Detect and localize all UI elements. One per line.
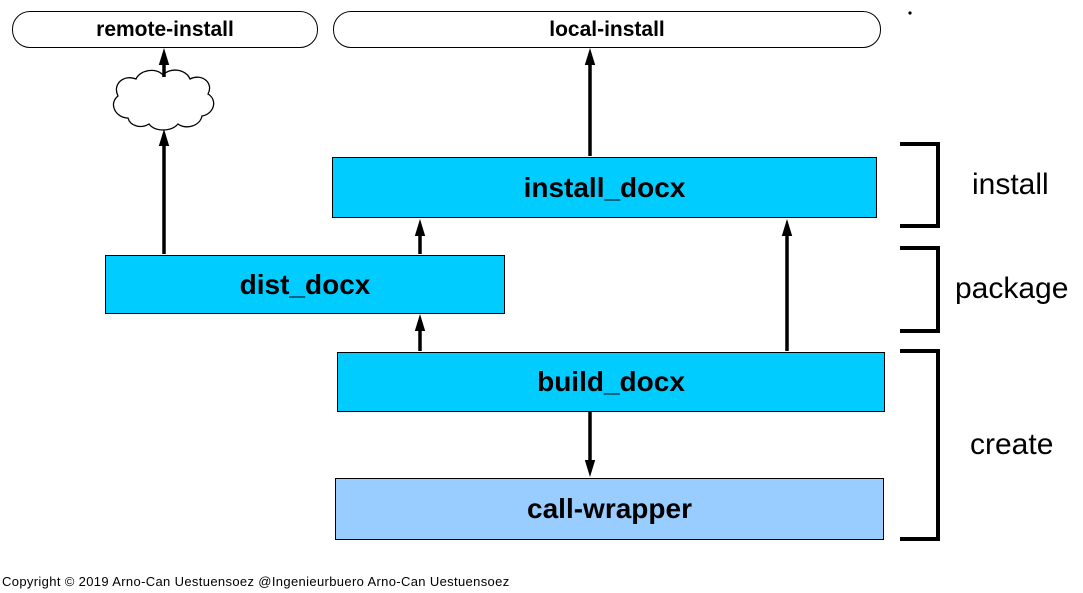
endpoint-local-install-label: local-install	[549, 17, 665, 41]
cloud-icon	[112, 69, 215, 131]
stage-label-create: create	[970, 428, 1054, 461]
node-dist-docx: dist_docx	[105, 255, 505, 314]
arrow-install-docx-to-local-install	[584, 48, 596, 156]
endpoint-remote-install: remote-install	[12, 11, 318, 48]
arrow-build-docx-to-install-docx	[781, 219, 793, 351]
node-install-docx: install_docx	[332, 157, 877, 218]
arrow-dist-docx-to-cloud	[158, 129, 170, 254]
bracket-create	[900, 349, 940, 541]
endpoint-local-install: local-install	[333, 11, 881, 48]
arrow-dist-docx-to-install-docx	[414, 219, 426, 254]
arrow-cloud-to-remote-install	[158, 48, 170, 77]
node-build-docx-label: build_docx	[537, 366, 685, 397]
stage-label-package: package	[955, 272, 1069, 305]
node-install-docx-label: install_docx	[523, 171, 686, 203]
arrow-build-docx-to-dist-docx	[414, 314, 426, 351]
node-dist-docx-label: dist_docx	[239, 268, 371, 300]
bracket-install	[900, 142, 940, 228]
stray-dot	[908, 11, 912, 15]
copyright-text: Copyright © 2019 Arno-Can Uestuensoez @I…	[2, 574, 510, 589]
node-call-wrapper: call-wrapper	[335, 478, 884, 540]
bracket-package	[900, 246, 940, 333]
node-build-docx: build_docx	[337, 352, 885, 412]
endpoint-remote-install-label: remote-install	[96, 17, 234, 41]
node-call-wrapper-label: call-wrapper	[527, 493, 692, 524]
stage-label-install: install	[972, 168, 1049, 201]
arrow-build-docx-to-call-wrapper	[584, 412, 596, 477]
